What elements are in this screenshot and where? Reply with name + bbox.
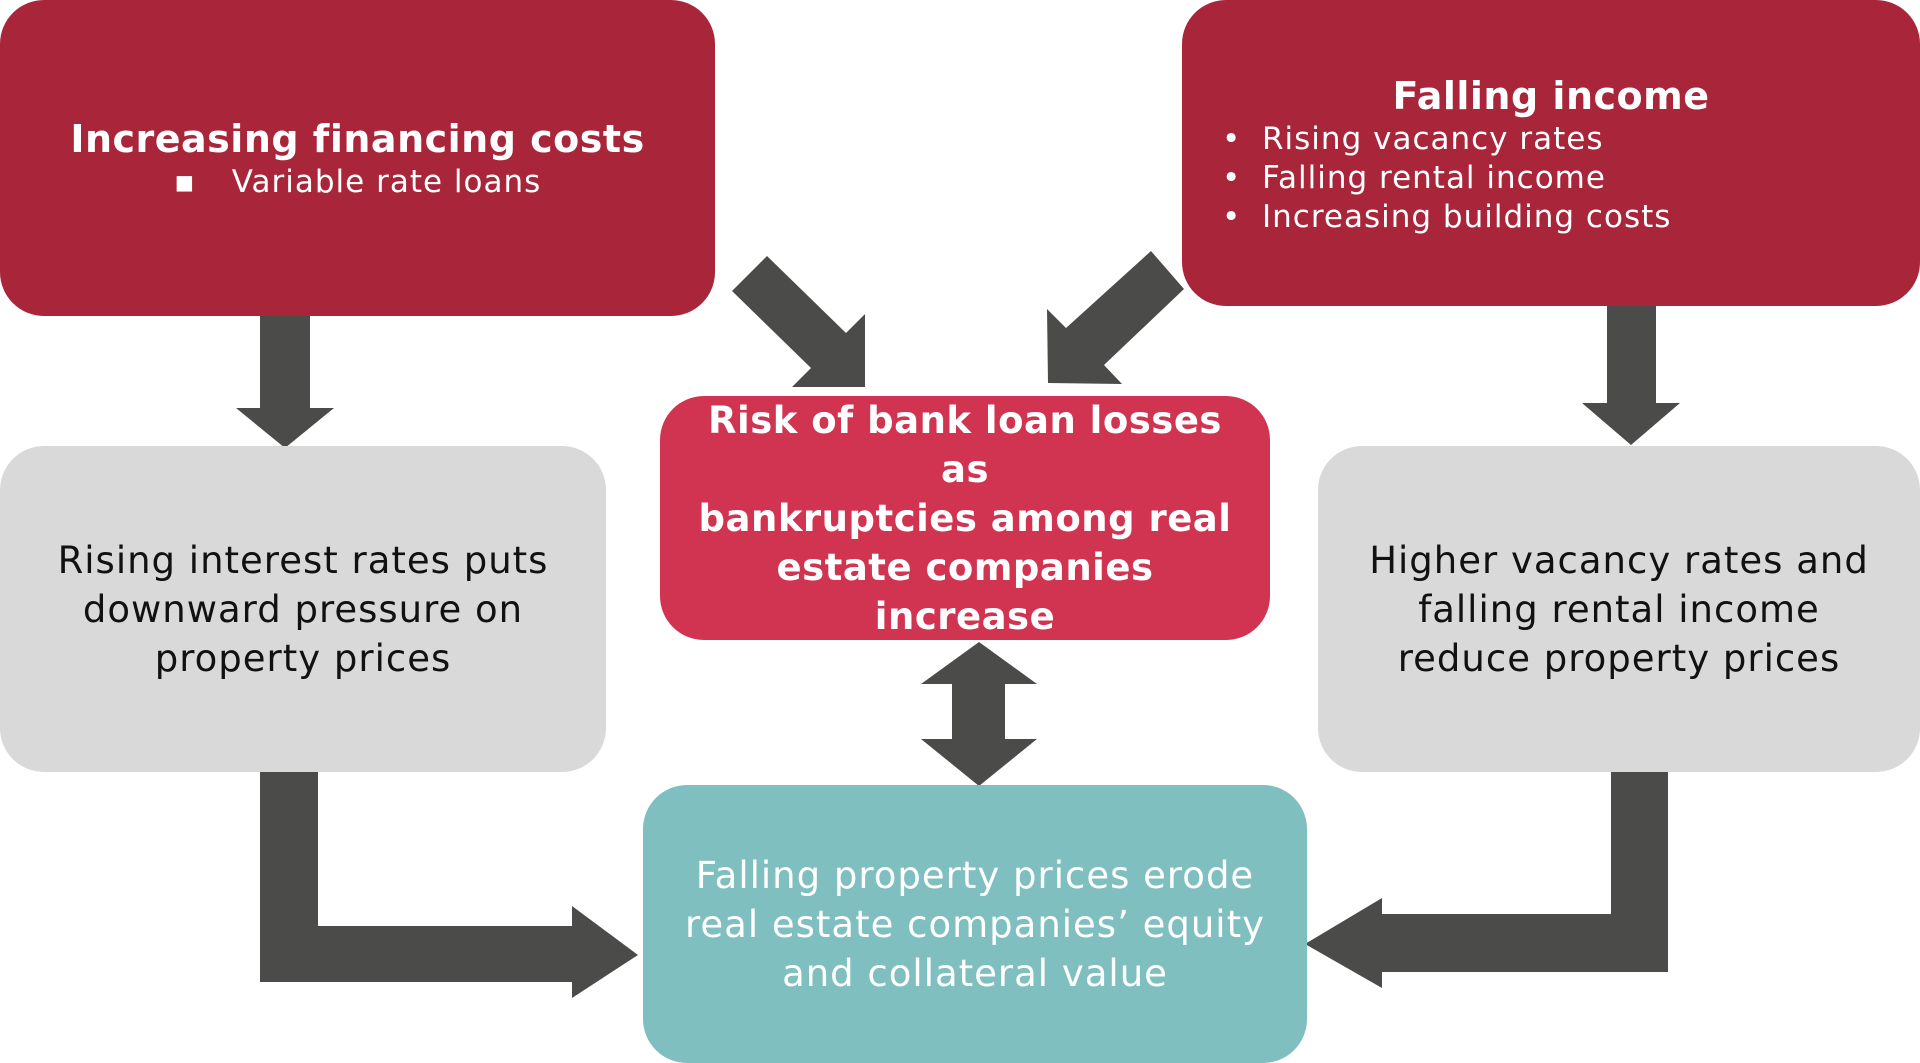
text-line: estate companies increase <box>776 545 1154 638</box>
bank-loan-losses-box: Risk of bank loan losses as bankruptcies… <box>660 396 1270 640</box>
bullet-icon: • <box>1222 199 1242 235</box>
text-line: Risk of bank loan losses as <box>708 398 1222 491</box>
falling-income-list: • Rising vacancy rates • Falling rental … <box>1222 120 1671 237</box>
text-line: and collateral value <box>782 951 1168 995</box>
list-item: • Rising vacancy rates <box>1222 120 1671 159</box>
list-item-label: Variable rate loans <box>231 163 542 200</box>
arrow-top-left-down <box>236 314 334 448</box>
list-item-label: Increasing building costs <box>1262 199 1672 235</box>
falling-income-box: Falling income • Rising vacancy rates • … <box>1182 0 1920 306</box>
arrow-top-right-down <box>1582 306 1680 445</box>
financing-costs-list: ▪ Variable rate loans <box>174 163 542 202</box>
text-line: property prices <box>154 636 452 680</box>
list-item: • Falling rental income <box>1222 159 1671 198</box>
list-item: • Increasing building costs <box>1222 198 1671 237</box>
bank-loan-losses-text: Risk of bank loan losses as bankruptcies… <box>660 396 1270 641</box>
arrow-mid-right-to-bottom <box>1305 772 1668 988</box>
falling-property-prices-text: Falling property prices erode real estat… <box>645 851 1305 998</box>
text-line: Higher vacancy rates and <box>1369 538 1869 582</box>
higher-vacancy-rates-text: Higher vacancy rates and falling rental … <box>1329 536 1909 683</box>
square-bullet-icon: ▪ <box>173 163 196 200</box>
text-line: reduce property prices <box>1397 636 1841 680</box>
arrow-mid-left-to-bottom <box>260 772 638 998</box>
bullet-icon: • <box>1222 121 1242 157</box>
text-line: falling rental income <box>1418 587 1820 631</box>
text-line: bankruptcies among real <box>698 496 1232 540</box>
text-line: Rising interest rates puts <box>57 538 549 582</box>
increasing-financing-costs-title: Increasing financing costs <box>70 116 645 161</box>
rising-interest-rates-text: Rising interest rates puts downward pres… <box>18 536 589 683</box>
higher-vacancy-rates-box: Higher vacancy rates and falling rental … <box>1318 446 1920 772</box>
text-line: real estate companies’ equity <box>685 902 1265 946</box>
list-item-label: Rising vacancy rates <box>1262 121 1604 157</box>
increasing-financing-costs-box: Increasing financing costs ▪ Variable ra… <box>0 0 715 316</box>
list-item: ▪ Variable rate loans <box>174 163 542 202</box>
arrow-diagonal-right-to-center <box>1047 251 1184 384</box>
arrow-center-bottom-double <box>921 642 1037 786</box>
rising-interest-rates-box: Rising interest rates puts downward pres… <box>0 446 606 772</box>
falling-income-title: Falling income <box>1392 74 1710 118</box>
list-item-label: Falling rental income <box>1262 160 1606 196</box>
text-line: Falling property prices erode <box>695 853 1255 897</box>
arrow-diagonal-left-to-center <box>732 256 865 387</box>
falling-property-prices-box: Falling property prices erode real estat… <box>643 785 1307 1063</box>
bullet-icon: • <box>1222 160 1242 196</box>
text-line: downward pressure on <box>82 587 524 631</box>
